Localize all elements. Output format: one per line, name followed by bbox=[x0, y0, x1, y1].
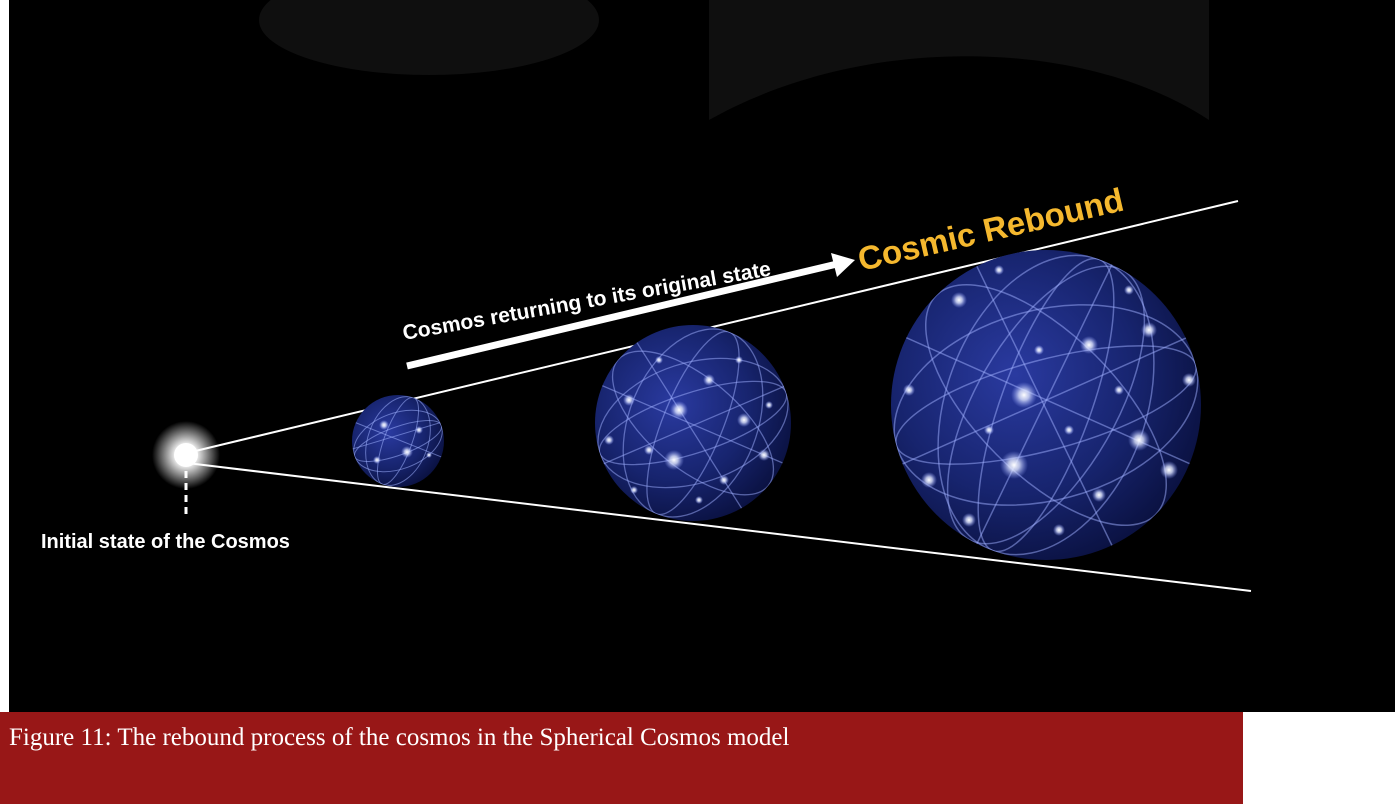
progress-arrow bbox=[406, 253, 855, 370]
initial-point bbox=[152, 421, 220, 489]
cone-lower-line bbox=[186, 462, 1252, 592]
sphere-large bbox=[891, 250, 1201, 560]
figure-caption: Figure 11: The rebound process of the co… bbox=[9, 724, 790, 751]
figure-caption-bar: Figure 11: The rebound process of the co… bbox=[0, 712, 1243, 804]
cosmic-rebound-illustration: Cosmos returning to its original state C… bbox=[9, 0, 1395, 712]
watermark bbox=[259, 0, 1209, 120]
initial-state-label: Initial state of the Cosmos bbox=[41, 531, 290, 553]
